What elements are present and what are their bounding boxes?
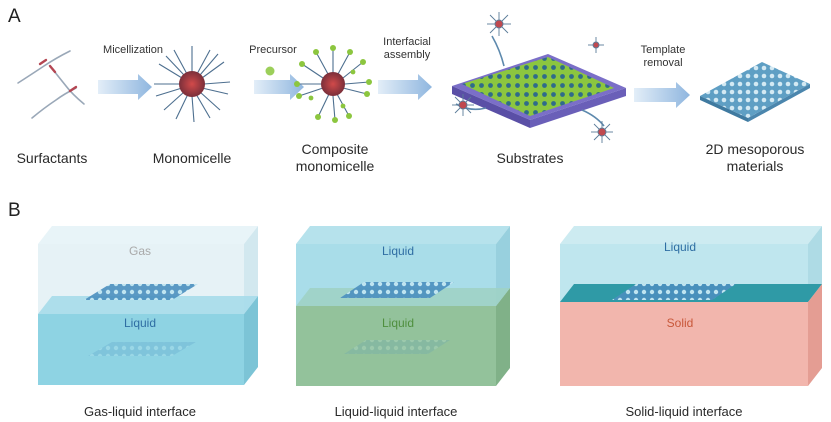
box2-caption: Liquid-liquid interface bbox=[334, 404, 458, 419]
arrow-micellization bbox=[98, 74, 152, 100]
composite-monomicelle-graphic bbox=[294, 45, 372, 123]
stage-surfactants-label: Surfactants bbox=[2, 150, 102, 167]
box1-caption: Gas-liquid interface bbox=[84, 404, 196, 419]
solid-liquid-box bbox=[560, 226, 822, 386]
step-label-line: assembly bbox=[383, 49, 431, 61]
substrate-graphic bbox=[452, 12, 626, 143]
arrow-interfacial-assembly bbox=[378, 74, 432, 100]
stage-2d-mesoporous-label: 2D mesoporous materials bbox=[690, 141, 820, 175]
step-label-line: Interfacial bbox=[383, 36, 431, 48]
step-label-line: Template bbox=[640, 44, 686, 56]
step-label-line: removal bbox=[643, 57, 683, 69]
stage-label-line: Surfactants bbox=[16, 150, 88, 166]
step-micellization-label: Micellization bbox=[98, 44, 168, 57]
stage-label-line: monomicelle bbox=[295, 158, 375, 174]
step-label-line: Precursor bbox=[249, 44, 297, 56]
stage-label-line: materials bbox=[726, 158, 784, 174]
stage-monomicelle-label: Monomicelle bbox=[142, 150, 242, 167]
step-precursor-label: Precursor bbox=[240, 44, 306, 57]
stage-composite-monomicelle-label: Composite monomicelle bbox=[280, 141, 390, 175]
surfactants-graphic bbox=[17, 50, 85, 119]
box1-top-phase: Gas bbox=[128, 244, 151, 258]
gas-liquid-box bbox=[38, 226, 258, 385]
arrow-precursor bbox=[254, 74, 304, 100]
step-template-removal-label: Template removal bbox=[630, 44, 696, 70]
panel-b-letter: B bbox=[8, 200, 21, 221]
panel-a-letter: A bbox=[8, 6, 21, 27]
stage-label-line: Monomicelle bbox=[152, 150, 232, 166]
stage-label-line: 2D mesoporous bbox=[705, 141, 805, 157]
step-interfacial-assembly-label: Interfacial assembly bbox=[372, 36, 442, 62]
step-label-line: Micellization bbox=[103, 44, 163, 56]
stage-substrates-label: Substrates bbox=[480, 150, 580, 167]
liquid-liquid-box bbox=[296, 226, 510, 386]
box1-bottom-phase: Liquid bbox=[123, 316, 157, 330]
box2-bottom-phase: Liquid bbox=[381, 316, 415, 330]
monomicelle-graphic bbox=[154, 46, 231, 123]
mesoporous-material-graphic bbox=[700, 62, 810, 122]
stage-label-line: Substrates bbox=[496, 150, 564, 166]
stage-label-line: Composite bbox=[301, 141, 369, 157]
box3-caption: Solid-liquid interface bbox=[625, 404, 743, 419]
box2-top-phase: Liquid bbox=[381, 244, 415, 258]
arrow-template-removal bbox=[634, 82, 690, 108]
box3-top-phase: Liquid bbox=[663, 240, 697, 254]
box3-bottom-phase: Solid bbox=[666, 316, 694, 330]
precursor-dot bbox=[265, 66, 275, 76]
